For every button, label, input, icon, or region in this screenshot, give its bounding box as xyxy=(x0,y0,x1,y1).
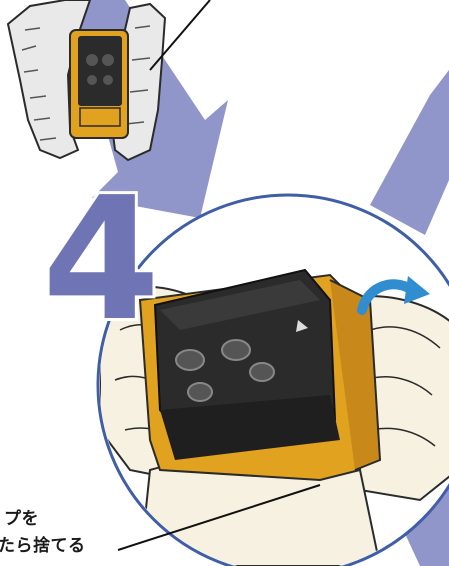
diagonal-band-right xyxy=(370,70,449,235)
callout-text-line2: たら捨てる xyxy=(0,538,86,555)
step-number: 4 xyxy=(42,161,160,359)
callout-text-line1: プを xyxy=(4,511,39,528)
